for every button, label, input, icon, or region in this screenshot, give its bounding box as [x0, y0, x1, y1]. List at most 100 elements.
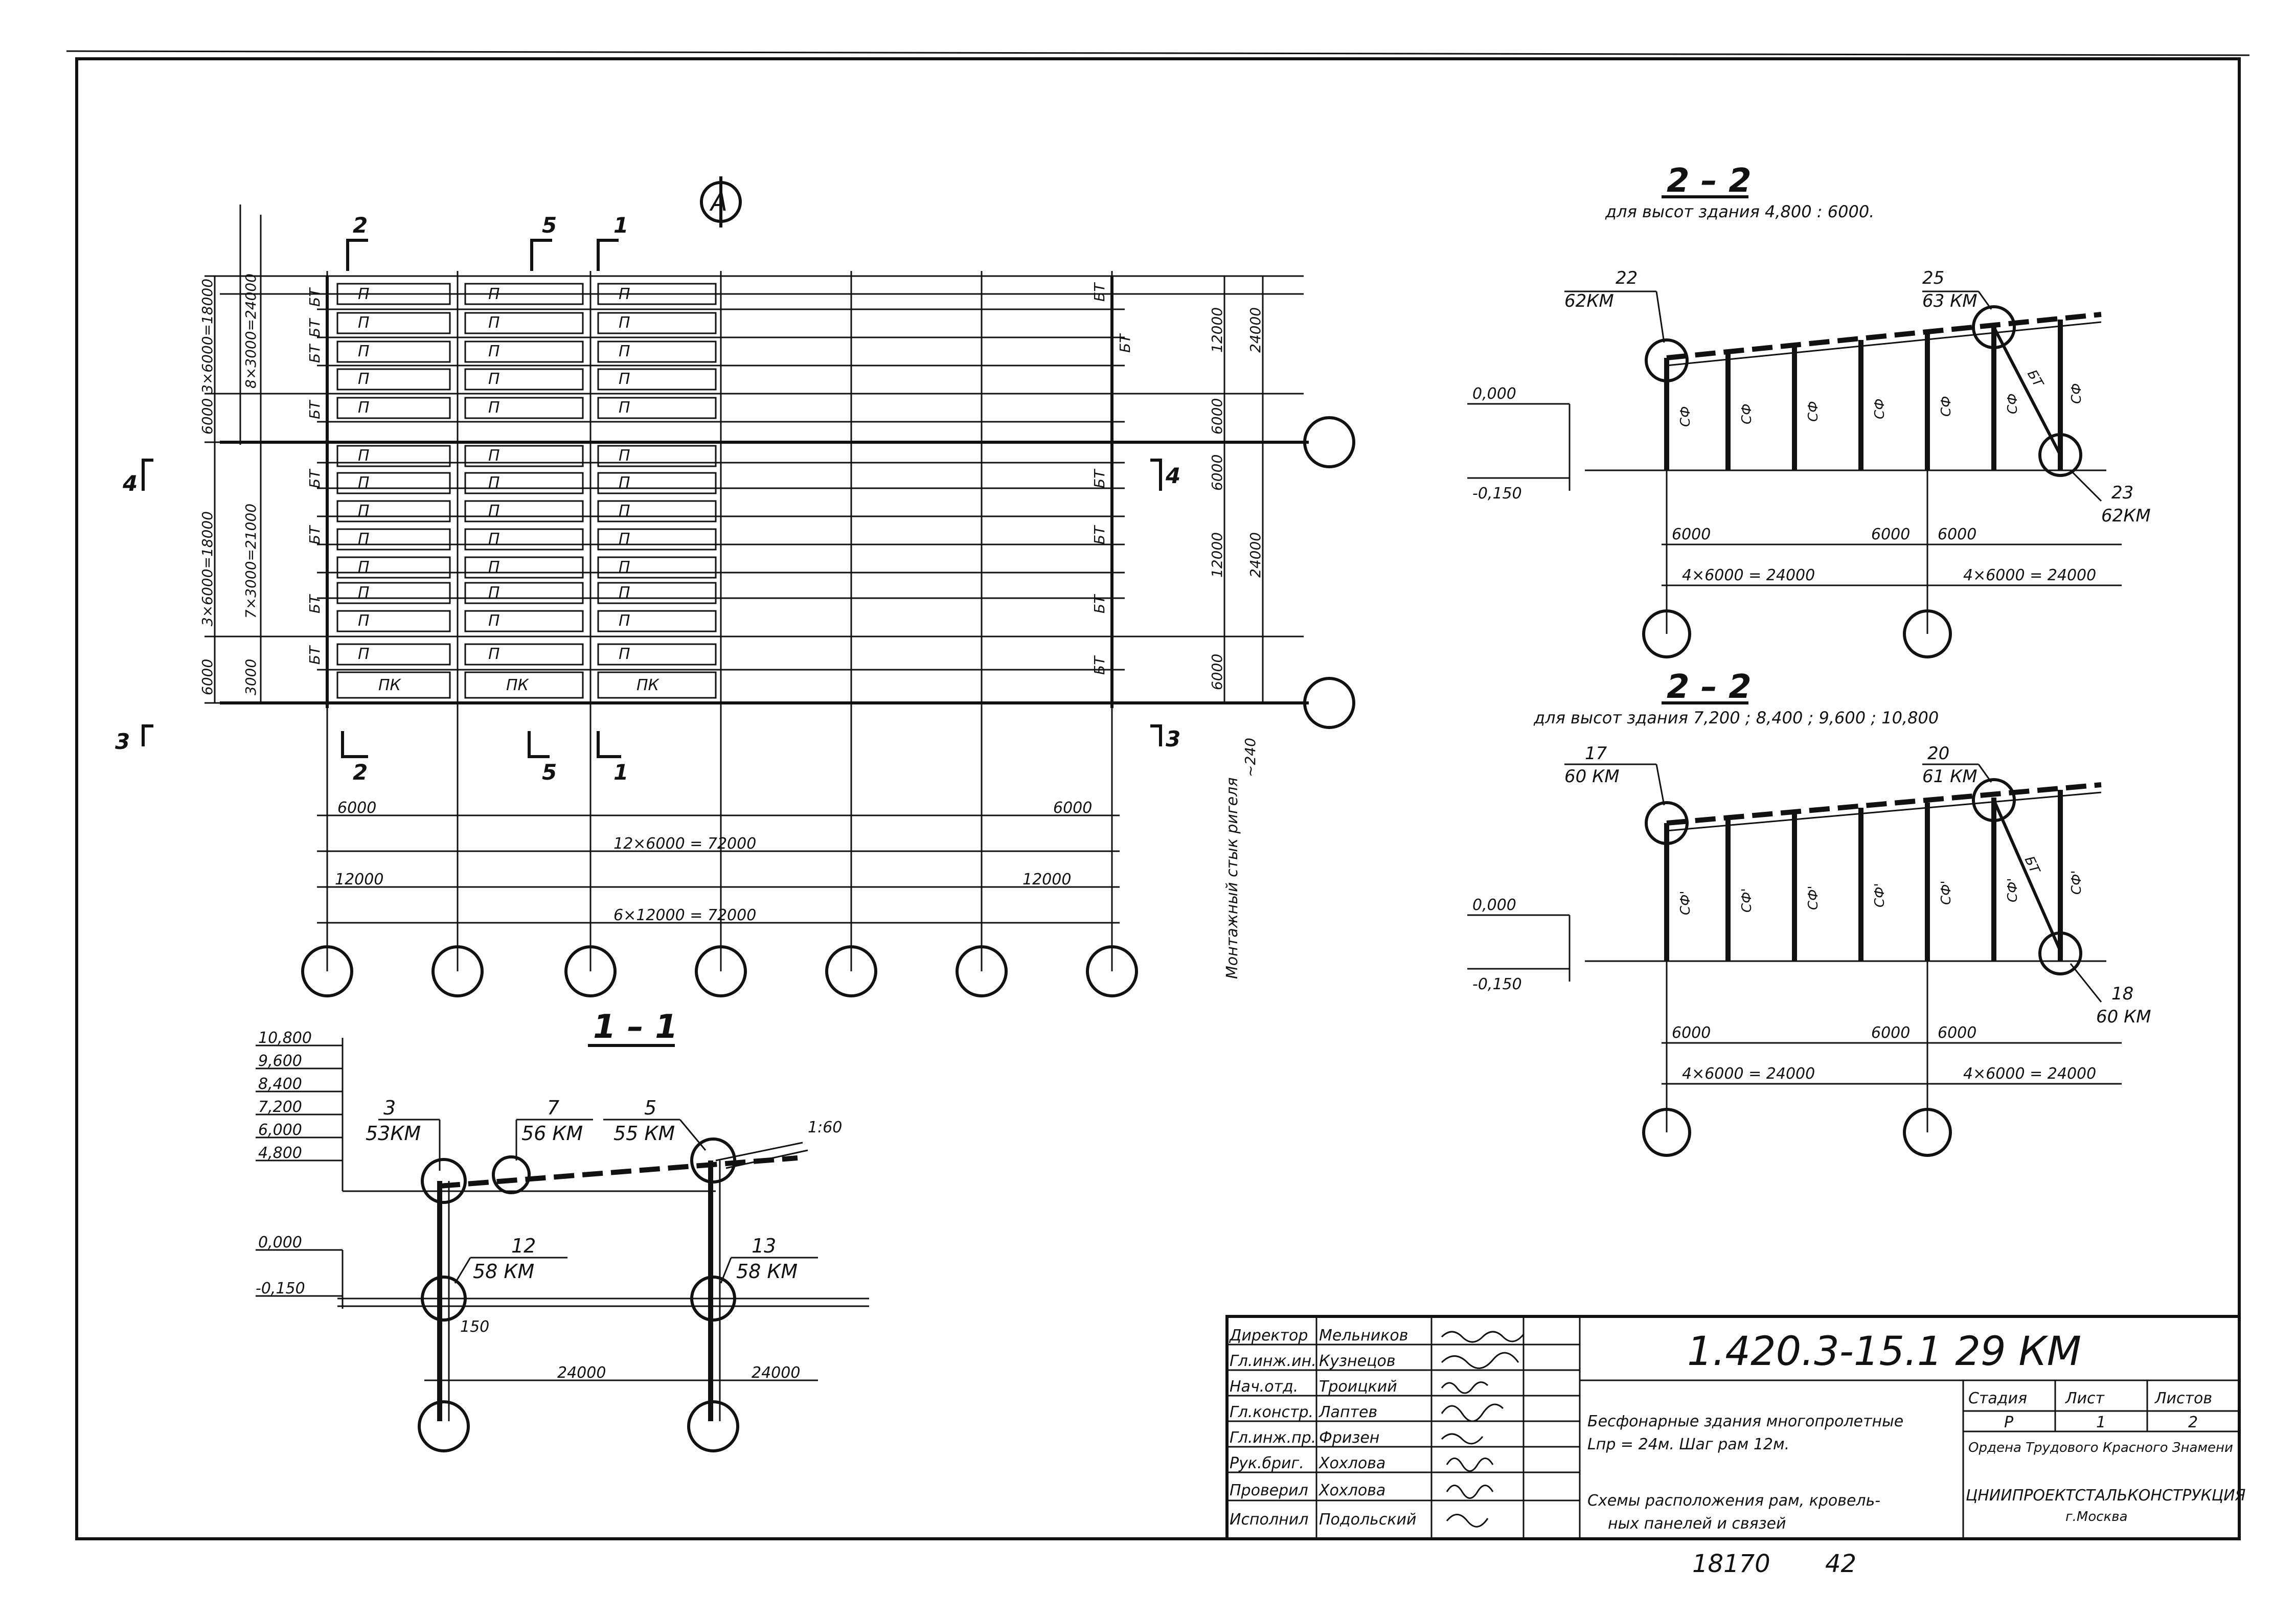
panel-label: П — [358, 474, 370, 492]
panel-label: П — [619, 399, 630, 417]
left-dim: 7×3000=21000 — [242, 504, 259, 619]
role: Гл.констр. — [1230, 1403, 1313, 1421]
person-name: Лаптев — [1319, 1403, 1377, 1421]
panel-label: П — [358, 447, 370, 465]
panel-label: П — [619, 447, 630, 465]
footer-format: 42 — [1825, 1550, 1856, 1578]
signatures — [1441, 1331, 1525, 1528]
desc: Lпр = 24м. Шаг рам 12м. — [1587, 1436, 1789, 1453]
column-label-sf: СФ — [2069, 383, 2084, 404]
dim: 6000 — [1871, 1024, 1910, 1042]
cut-mark-5: 5 — [542, 213, 557, 238]
node-ref: 60 КМ — [2096, 1007, 2151, 1027]
axis-symbol-label: А — [709, 188, 728, 217]
dim: 6000 — [1938, 1024, 1976, 1042]
node-ref: 53КМ — [366, 1122, 421, 1145]
role: Исполнил — [1230, 1511, 1308, 1529]
level-mark: 9,600 — [258, 1052, 302, 1070]
node-ref: 55 КМ — [613, 1122, 675, 1145]
panel-label: П — [619, 530, 630, 548]
node-num: 5 — [644, 1097, 656, 1119]
person-name: Троицкий — [1319, 1378, 1397, 1396]
column-label-sf: СФ — [1739, 403, 1755, 424]
panel-label: П — [619, 474, 630, 492]
role: Директор — [1229, 1327, 1308, 1345]
panel-label: П — [619, 370, 630, 388]
right-dim: 6000 — [1209, 454, 1225, 491]
role: Гл.инж.ин. — [1230, 1352, 1316, 1370]
right-dim: 6000 — [1209, 398, 1225, 435]
role: Нач.отд. — [1230, 1378, 1298, 1396]
panel-label: П — [488, 612, 500, 630]
left-dim: 3×6000=18000 — [199, 279, 216, 394]
node-ref: 60 КМ — [1564, 766, 1620, 787]
brace-label-bt: БТ — [306, 469, 323, 488]
axis-bubbles — [301, 416, 1355, 997]
cut-mark-2: 2 — [353, 760, 368, 785]
sheets: 2 — [2188, 1414, 2198, 1431]
panel-label-pk: ПК — [378, 676, 402, 694]
node-ref: 56 КМ — [521, 1122, 583, 1145]
sheet-frame — [75, 57, 2241, 1540]
brace-label-bt: БТ — [306, 400, 323, 419]
column-label-sf: СФ' — [1739, 888, 1755, 913]
slope-mark: 1:60 — [808, 1119, 842, 1136]
column-label-sf: СФ' — [2069, 870, 2084, 895]
panel-label: П — [619, 612, 630, 630]
span-1: 24000 — [557, 1364, 606, 1382]
node-ref: 63 КМ — [1922, 291, 1977, 311]
node-num: 13 — [752, 1235, 776, 1257]
panel-label: П — [358, 530, 370, 548]
brace-label-bt: БТ — [306, 318, 323, 337]
dim: 4×6000 = 24000 — [1963, 1065, 2096, 1083]
stage-label: Стадия — [1968, 1390, 2027, 1407]
column-label-sf: СФ' — [1872, 883, 1888, 907]
column-label-sf: СФ' — [1806, 885, 1821, 910]
sheets-label: Листов — [2154, 1390, 2212, 1407]
column-label-sf: СФ' — [1678, 891, 1693, 915]
brace-label-bt: БТ — [306, 645, 323, 665]
node-num: 7 — [547, 1097, 559, 1119]
dim: 4×6000 = 24000 — [1963, 566, 2096, 584]
left-dim: 6000 — [199, 398, 216, 435]
node-ref: 62КМ — [1564, 291, 1614, 311]
panel-label: П — [619, 285, 630, 303]
panel-label: П — [358, 612, 370, 630]
column-label-sf: СФ — [1678, 406, 1693, 427]
bottom-dim: 12×6000 = 72000 — [613, 835, 756, 853]
section-1-1: 1 – 1 10,800 9,600 8,400 7,200 6,000 4,8… — [256, 1008, 869, 1452]
level-mark: -0,150 — [1472, 485, 1522, 503]
section-2-2-b: 2 – 2 для высот здания 7,200 ; 8,400 ; 9… — [1467, 668, 2151, 1157]
column-label-sf: СФ' — [1939, 880, 1954, 905]
node-num: 18 — [2111, 984, 2133, 1004]
title-block: Директор Мельников Гл.инж.ин. Кузнецов Н… — [1225, 1315, 2246, 1540]
level-mark: 0,000 — [1472, 385, 1516, 403]
stage: Р — [2004, 1414, 2014, 1431]
brace-label-bt: БТ — [306, 594, 323, 613]
plan-view: П П П П П П П П П П П П П П П П П П П П … — [115, 176, 1355, 997]
cut-mark-5: 5 — [542, 760, 557, 785]
brace-label-bt: БТ — [306, 344, 323, 363]
org: Ордена Трудового Красного Знамени — [1968, 1440, 2233, 1455]
bottom-dim: 12000 — [1022, 871, 1071, 889]
node-ref: 58 КМ — [473, 1260, 534, 1283]
desc: Схемы расположения рам, кровель- — [1587, 1492, 1880, 1510]
org: г.Москва — [2065, 1509, 2128, 1524]
org: ЦНИИПРОЕКТСТАЛЬКОНСТРУКЦИЯ — [1966, 1487, 2246, 1505]
person-name: Фризен — [1319, 1429, 1379, 1447]
sheet: 1 — [2096, 1414, 2106, 1431]
dim: 6000 — [1938, 526, 1976, 543]
level-mark: 8,400 — [258, 1075, 302, 1093]
node-num: 22 — [1616, 268, 1638, 288]
node-ref: 58 КМ — [736, 1260, 798, 1283]
right-dim: 6000 — [1209, 654, 1225, 690]
dim: 4×6000 = 24000 — [1682, 566, 1815, 584]
panel-label: П — [358, 343, 370, 360]
right-dim: 12000 — [1209, 307, 1225, 353]
panel-label: П — [358, 370, 370, 388]
brace-label-bt: БТ — [306, 287, 323, 307]
right-dim: 24000 — [1247, 532, 1264, 578]
panel-label: П — [488, 314, 500, 332]
doc-code: 1.420.3-15.1 29 КМ — [1687, 1329, 2081, 1375]
